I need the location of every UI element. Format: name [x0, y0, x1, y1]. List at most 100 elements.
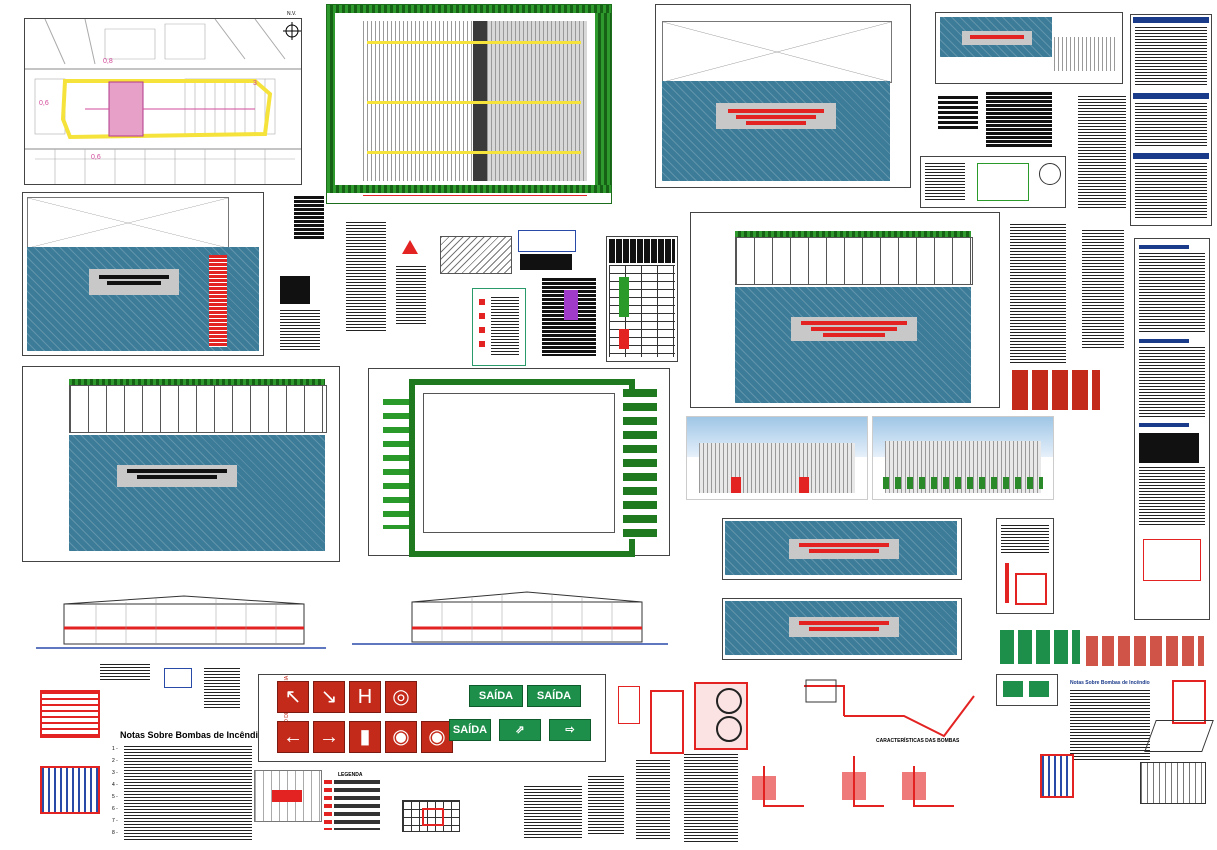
- note-item: 8 -: [112, 830, 118, 836]
- legend-box-blue: [518, 230, 576, 252]
- small-elevation: [1140, 762, 1206, 804]
- note-item: 5 -: [112, 794, 118, 800]
- title-lines: [1135, 103, 1207, 147]
- notes-dark: [1139, 433, 1199, 463]
- floor-plan-sheet-5: [368, 368, 670, 557]
- room-stack-left: [383, 399, 409, 529]
- red-step-mark: [801, 321, 907, 325]
- note-item: 4 -: [112, 782, 118, 788]
- red-step-mark: [799, 543, 889, 547]
- pump-wheel: [716, 716, 742, 742]
- pump-cabinet-1: [40, 690, 100, 738]
- detail-notes: [396, 266, 426, 326]
- notes-lines: [1139, 253, 1205, 333]
- detail-circle: [1039, 163, 1061, 185]
- section-elevation-2: [352, 578, 668, 652]
- arrow-down-right-sign: ↘: [313, 681, 345, 713]
- notes-header: [1139, 339, 1189, 343]
- hose-reel-sign: ◎: [385, 681, 417, 713]
- pump-cabinet-3: [1172, 680, 1206, 724]
- legend-title: LEGENDA: [338, 772, 363, 778]
- piping-isometric: [744, 676, 984, 826]
- exit-sign: SAÍDA: [449, 719, 491, 741]
- note-lines: [124, 746, 252, 840]
- legend-table: [280, 276, 310, 304]
- dim-label: 0,6: [91, 154, 101, 161]
- title-block: [1130, 14, 1212, 226]
- purple-cell: [564, 290, 578, 320]
- red-step-mark: [809, 549, 879, 553]
- floor-plan-sheet-1: [655, 4, 911, 188]
- alarm-sign: ◉: [385, 721, 417, 753]
- title-header: [1133, 153, 1209, 159]
- roof-stripe: [367, 101, 581, 104]
- symbol-dot: [479, 299, 485, 305]
- pump-characteristics-title: CARACTERÍSTICAS DAS BOMBAS: [876, 738, 960, 744]
- pump-detail: [1143, 539, 1201, 581]
- red-step-mark: [811, 327, 897, 331]
- legend-table: [294, 196, 324, 240]
- note-item: 1 -: [112, 746, 118, 752]
- notes2-heading: Notas Sobre Bombas de Incêndio: [1070, 680, 1150, 686]
- landscape-band-left: [327, 13, 335, 185]
- title-lines: [1135, 163, 1207, 219]
- sign-cluster: [1012, 370, 1100, 410]
- rooms-row: [69, 385, 327, 433]
- arrow-up-left-sign: ↖: [277, 681, 309, 713]
- floor-plan-sheet-4: [22, 366, 340, 562]
- grid-detail: [402, 800, 460, 832]
- arrow-right-sign: →: [313, 721, 345, 753]
- plan-hatched-floor: [735, 287, 971, 403]
- spec-table: [986, 92, 1052, 148]
- elevation-roof: [1054, 37, 1118, 71]
- bottom-legend: [588, 776, 624, 836]
- landscape-band-bottom: [327, 185, 611, 193]
- facade: [699, 443, 855, 493]
- iso-platform: [1144, 720, 1214, 752]
- red-grid-cell: [422, 808, 444, 826]
- pump-room: [650, 690, 684, 754]
- red-equip-row: [1086, 636, 1204, 666]
- dark-step-mark: [137, 475, 217, 479]
- detail-drawing: [977, 163, 1029, 201]
- exit-arrow-sign: ⇗: [499, 719, 541, 741]
- dark-step-mark: [107, 281, 161, 285]
- elevation-sheet-top: [935, 12, 1123, 84]
- legend-text: [280, 310, 320, 350]
- red-cell: [619, 329, 629, 349]
- dim-label: 3: [253, 80, 257, 87]
- symbol-dot: [479, 341, 485, 347]
- hydrant-h-sign: H: [349, 681, 381, 713]
- small-legend-box: [164, 668, 192, 688]
- floor-plan-sheet-7: [722, 598, 962, 660]
- detail-text: [925, 163, 965, 201]
- floor-plan-sheet-2: [22, 192, 264, 356]
- cabinet-caption: [100, 664, 150, 682]
- landscape-band: [735, 231, 971, 237]
- symbol-dot: [479, 313, 485, 319]
- notes-header: [1139, 423, 1189, 427]
- legend-icons: [324, 780, 332, 830]
- interior-open: [423, 393, 615, 533]
- equipment-table-head: [609, 239, 675, 263]
- arrow-left-sign: ←: [277, 721, 309, 753]
- equipment-table: [606, 236, 678, 362]
- small-legend: [204, 668, 240, 708]
- roof-stripe: [367, 41, 581, 44]
- pump-cabinet-4: [1040, 754, 1074, 798]
- green-unit: [1029, 681, 1049, 697]
- exit-person-sign: ⇨: [549, 719, 591, 741]
- alarm-sign: ◉: [421, 721, 453, 753]
- symbol-legend: [472, 288, 526, 366]
- pump-detail-box: [996, 518, 1054, 614]
- roof-plan-sheet: [326, 4, 612, 204]
- pump-detail-lines: [1001, 525, 1049, 555]
- notes-header: [1139, 245, 1189, 249]
- pump-panel: [618, 686, 640, 724]
- pump-spec-list: [684, 754, 738, 844]
- red-step-mark: [823, 333, 885, 337]
- stair-detail: [440, 236, 512, 274]
- site-plan-drawing: [25, 18, 301, 184]
- green-equipment-box: [996, 674, 1058, 706]
- legend-symbols: [334, 780, 380, 830]
